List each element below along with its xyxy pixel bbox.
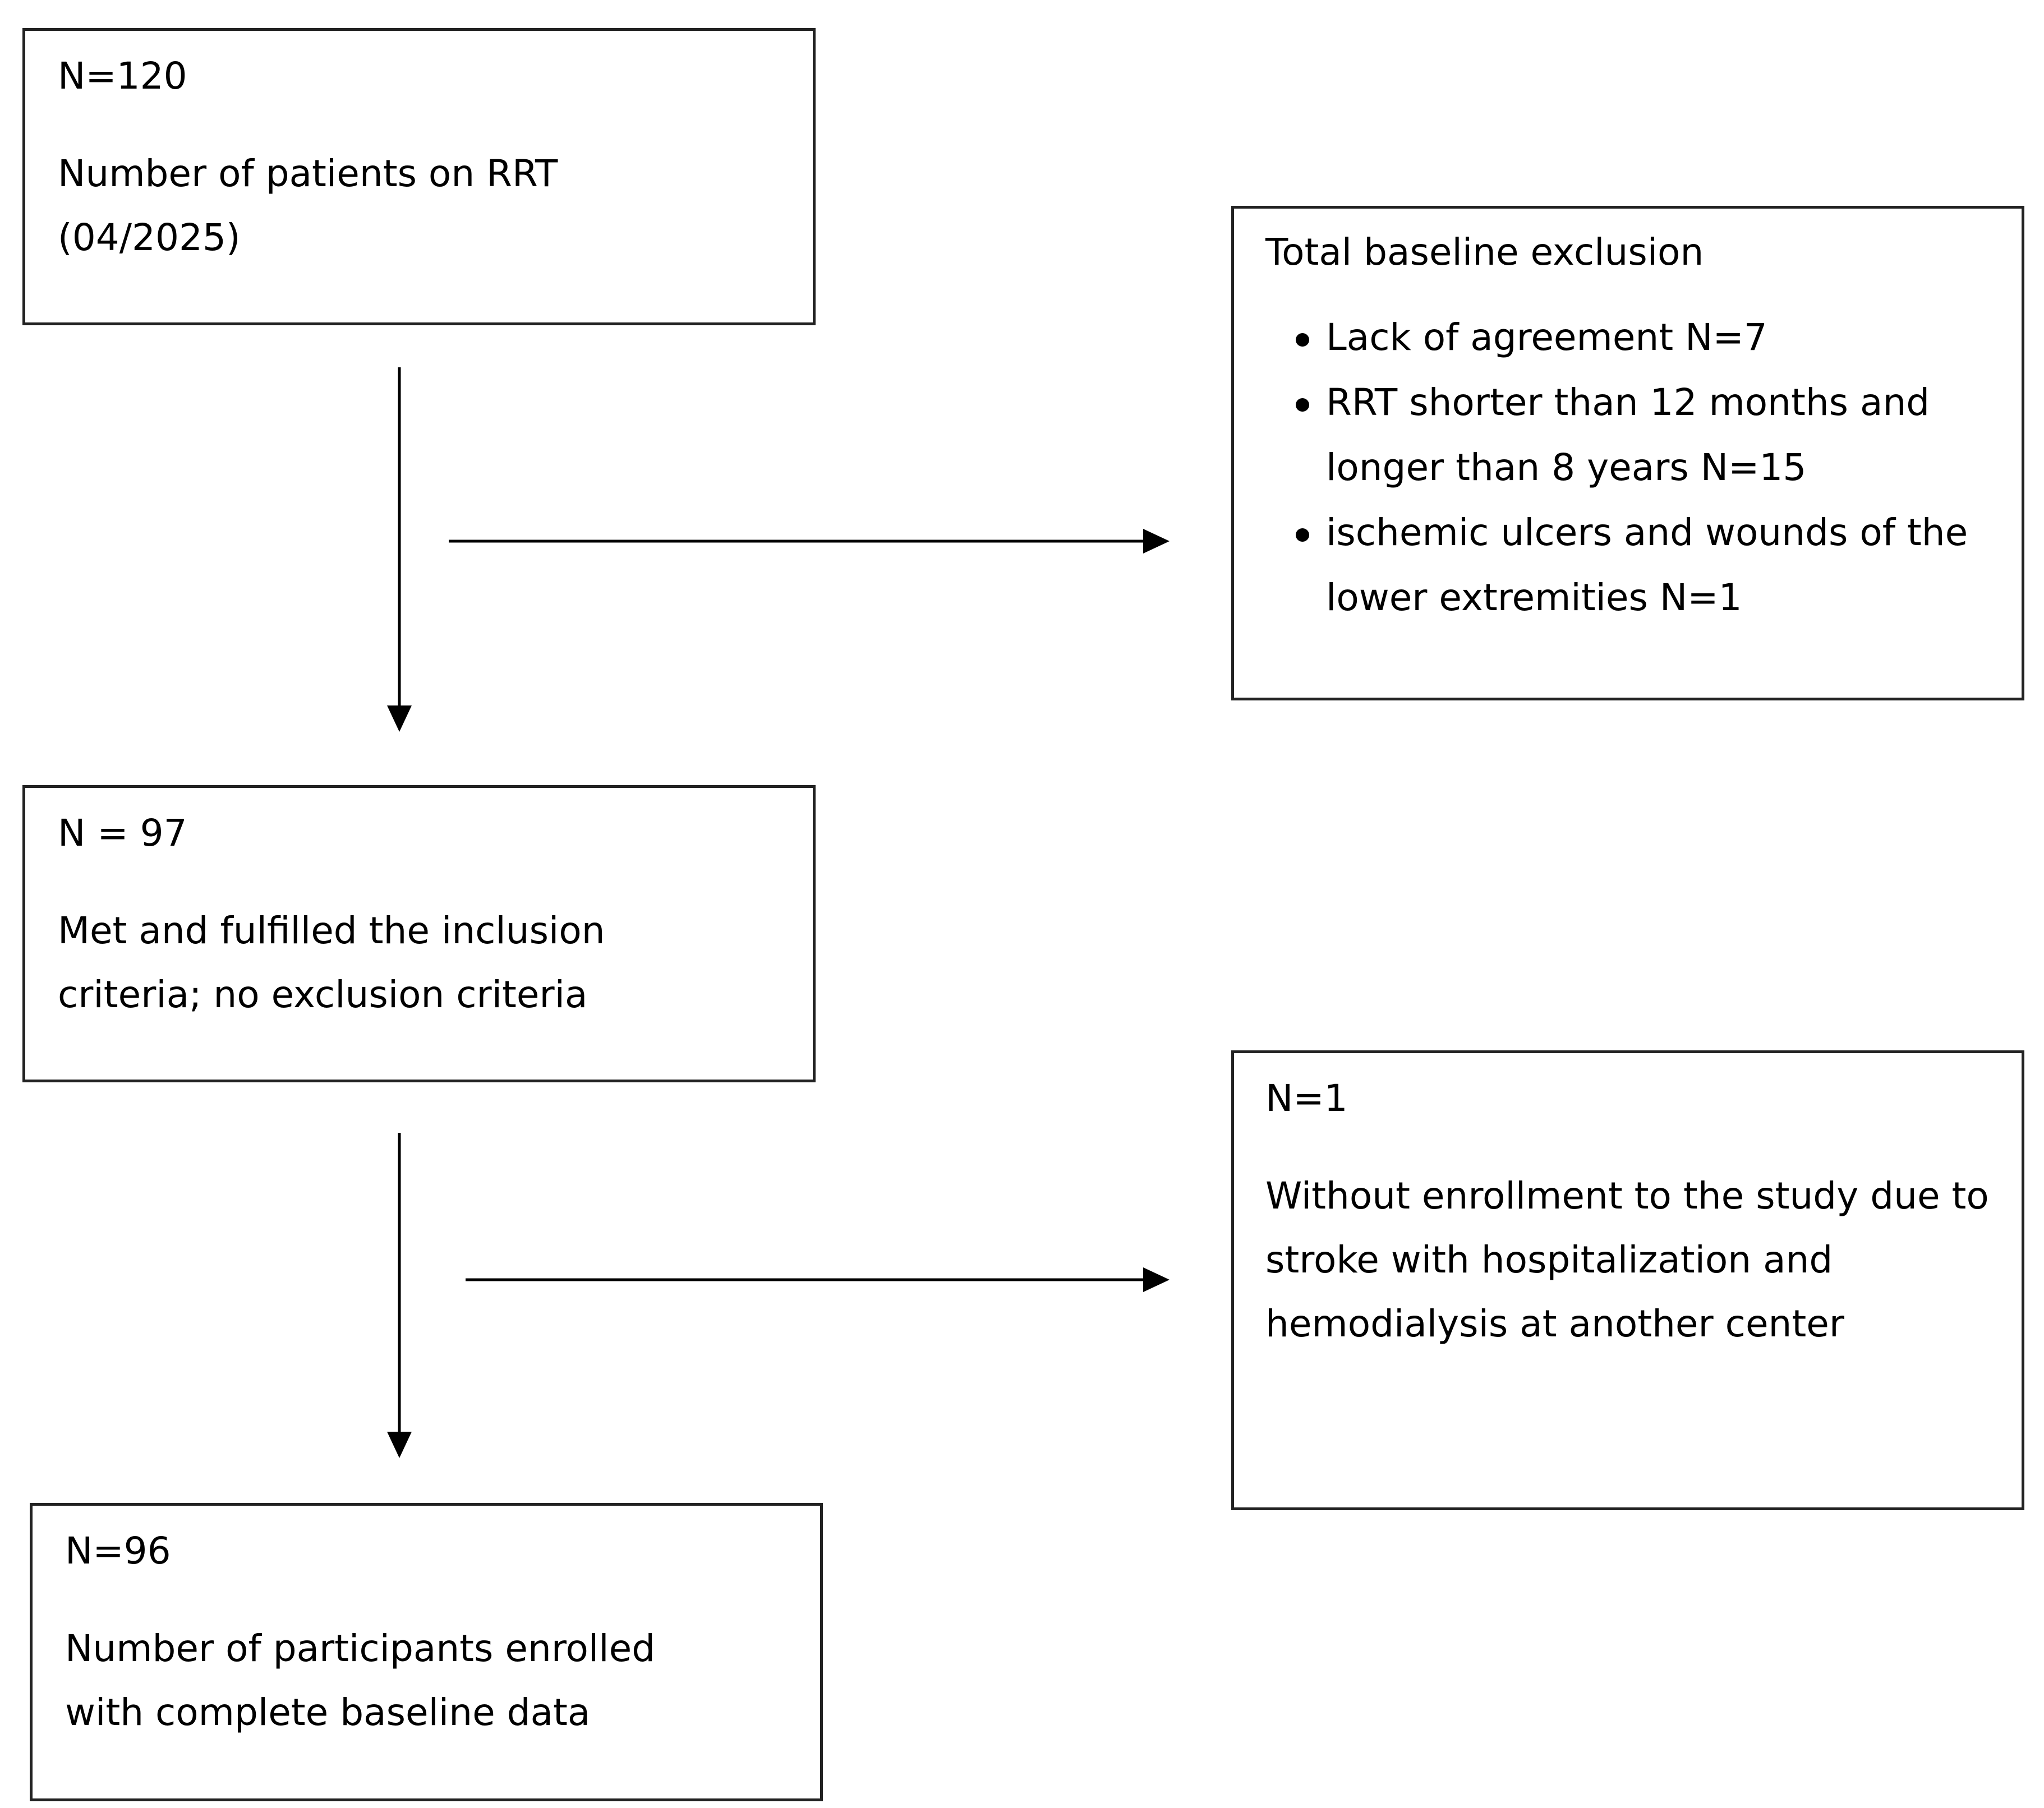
- total-patients-box: N=120 Number of patients on RRT (04/2025…: [22, 28, 816, 325]
- arrowhead-right-2: [1143, 1267, 1170, 1292]
- exclusion-reasons-list: Lack of agreement N=7 RRT shorter than 1…: [1296, 305, 1986, 630]
- eligible-patients-count: N = 97: [58, 811, 187, 855]
- arrowhead-down-2: [387, 1432, 412, 1458]
- baseline-exclusion-box: Total baseline exclusion Lack of agreeme…: [1231, 206, 2024, 700]
- exclusion-reason-item: ischemic ulcers and wounds of the lower …: [1296, 500, 1986, 630]
- enrolled-participants-count: N=96: [65, 1529, 171, 1572]
- exclusion-reason-item: RRT shorter than 12 months and longer th…: [1296, 370, 1986, 500]
- not-enrolled-description: Without enrollment to the study due to s…: [1265, 1174, 1989, 1345]
- eligible-patients-description: Met and fulfilled the inclusion criteria…: [58, 909, 605, 1016]
- not-enrolled-box: N=1 Without enrollment to the study due …: [1231, 1050, 2024, 1510]
- enrolled-participants-description: Number of participants enrolled with com…: [65, 1627, 656, 1734]
- exclusion-reason-item: Lack of agreement N=7: [1296, 305, 1986, 370]
- arrowhead-right-1: [1143, 529, 1170, 554]
- enrolled-participants-box: N=96 Number of participants enrolled wit…: [30, 1503, 823, 1801]
- total-patients-count: N=120: [58, 54, 187, 98]
- not-enrolled-count: N=1: [1265, 1077, 1348, 1120]
- eligible-patients-box: N = 97 Met and fulfilled the inclusion c…: [22, 785, 816, 1082]
- baseline-exclusion-title: Total baseline exclusion: [1265, 230, 1704, 274]
- total-patients-description: Number of patients on RRT (04/2025): [58, 152, 558, 259]
- arrowhead-down-1: [387, 705, 412, 732]
